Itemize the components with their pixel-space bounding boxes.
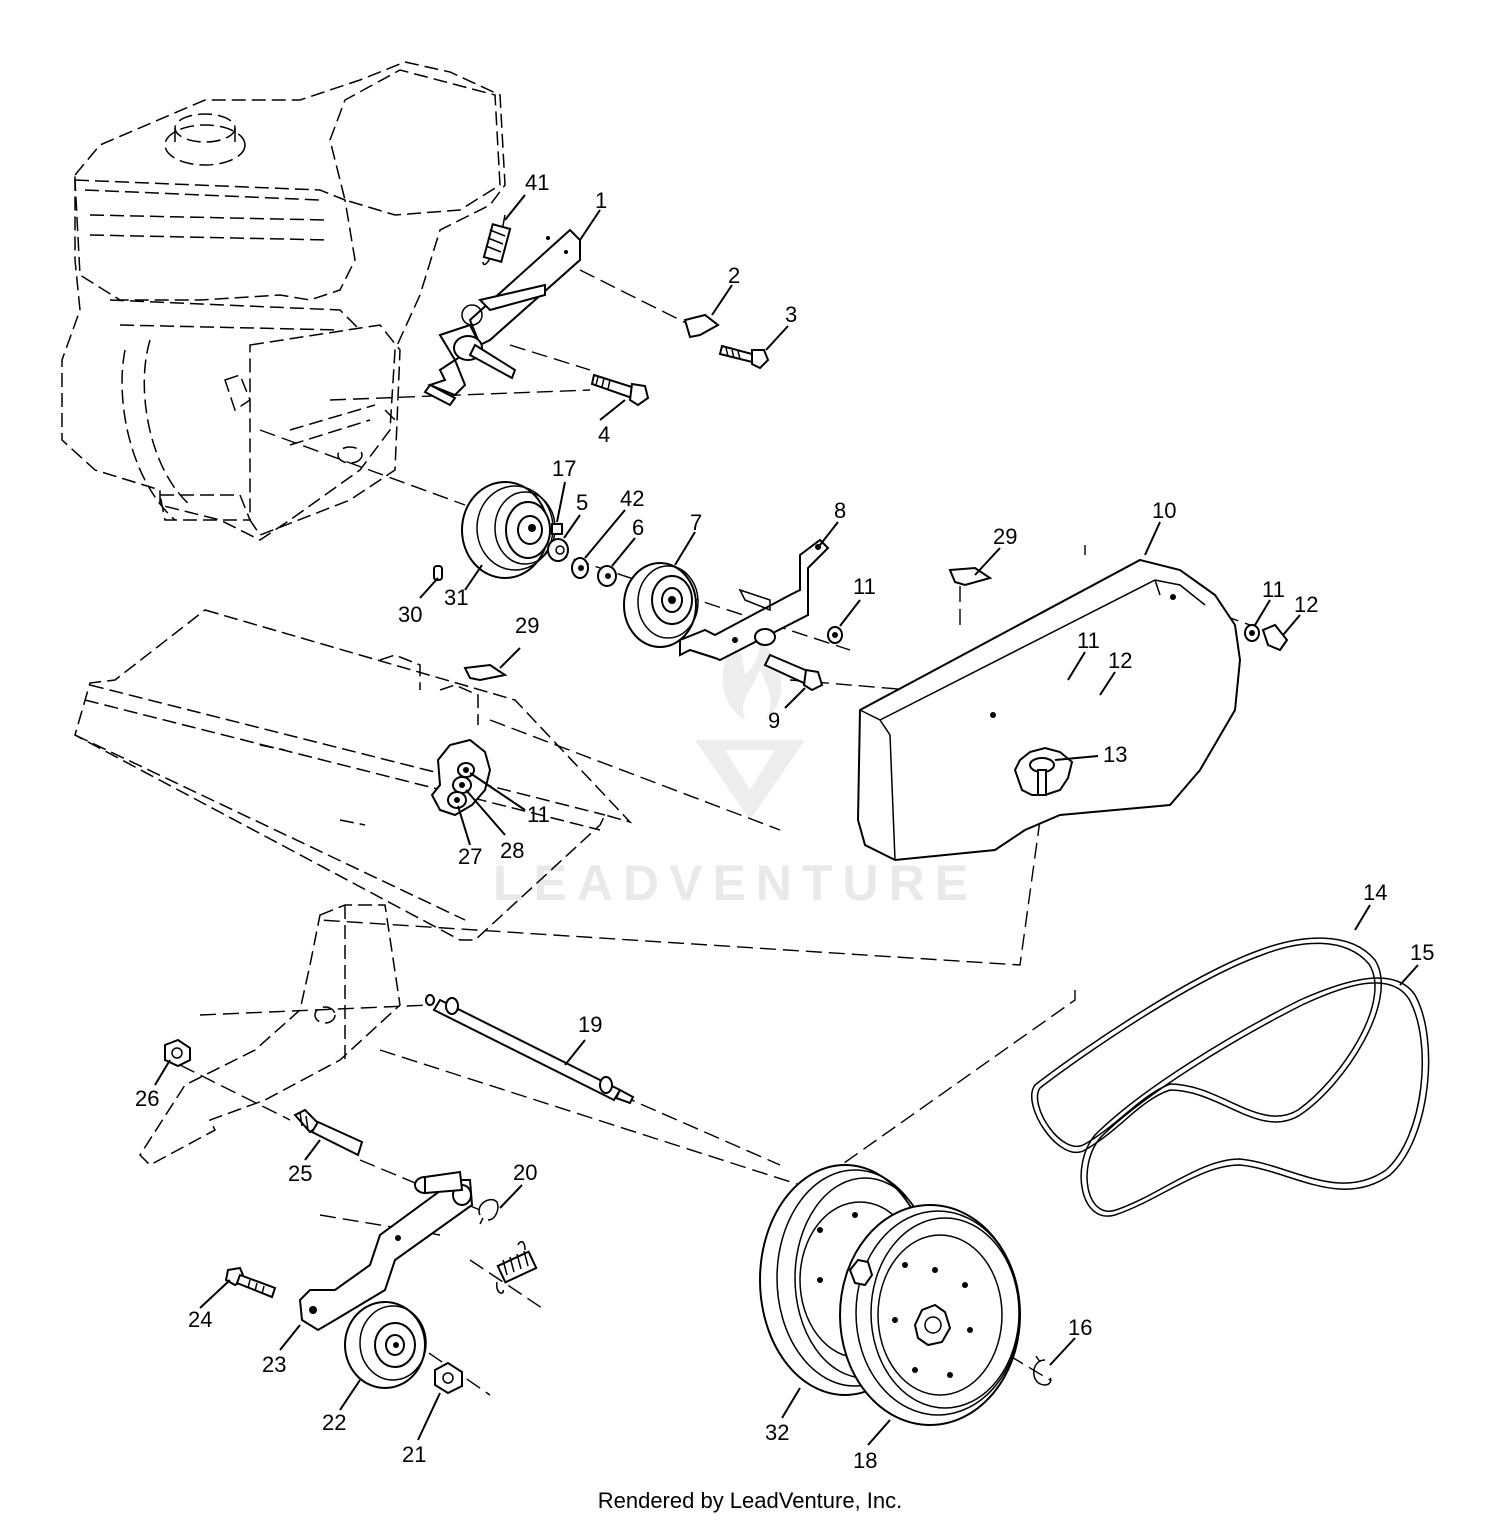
part-nut-21 (434, 1361, 463, 1395)
part-hood-knockout (430, 738, 492, 817)
part-idler-arm-23 (298, 1170, 474, 1332)
part-belt-14 (1031, 937, 1382, 1154)
part-idler-arm-8 (679, 538, 830, 662)
part-stud-25 (293, 1108, 364, 1157)
callout-9: 9 (768, 708, 780, 733)
part-bolt-24 (224, 1266, 277, 1299)
part-ring-16 (1033, 1355, 1052, 1386)
engine-outline (61, 61, 506, 541)
callout-4: 4 (598, 422, 610, 447)
part-idler-bracket (423, 228, 581, 407)
part-washer-6 (597, 565, 617, 587)
callout-15: 15 (1410, 940, 1434, 965)
part-washer-11-b (1244, 624, 1260, 642)
part-bolt-4 (590, 373, 650, 407)
rendered-by-footer: Rendered by LeadVenture, Inc. (597, 1488, 903, 1513)
callout-11-hood: 11 (527, 802, 550, 827)
tine-hood-outline (74, 609, 633, 1166)
callout-3: 3 (785, 302, 797, 327)
part-pulley-7 (623, 562, 699, 648)
callout-16: 16 (1068, 1315, 1092, 1340)
callout-22: 22 (322, 1410, 346, 1435)
part-pulley-22 (344, 1301, 427, 1389)
watermark-text: LEADVENTURE (493, 855, 978, 911)
callout-1: 1 (595, 188, 607, 213)
callout-11-idler: 11 (853, 574, 876, 599)
callout-27: 27 (458, 844, 482, 869)
part-pulley-18 (839, 1204, 1021, 1426)
callout-13: 13 (1103, 742, 1127, 767)
part-key-17 (551, 523, 563, 535)
part-clip-2 (683, 313, 720, 339)
part-bolt-9 (763, 653, 824, 692)
part-shaft-19 (425, 994, 635, 1105)
callout-29-upper: 29 (993, 524, 1017, 549)
callout-42: 42 (620, 486, 644, 511)
callout-23: 23 (262, 1352, 286, 1377)
callout-30: 30 (398, 602, 422, 627)
part-washer-11-a (827, 626, 843, 644)
callout-29-lower: 29 (515, 613, 539, 638)
part-washer-42 (571, 557, 589, 579)
callout-leaders (154, 194, 1419, 1446)
callout-12-cover-front: 12 (1108, 648, 1132, 673)
callout-41: 41 (525, 170, 549, 195)
part-spring-lower (496, 1241, 538, 1294)
callout-17: 17 (552, 456, 576, 481)
part-clip-29-a (948, 566, 993, 587)
callout-11-cover-rear: 11 (1262, 577, 1285, 602)
callout-20: 20 (513, 1160, 537, 1185)
part-key-30 (433, 565, 443, 581)
leadventure-watermark: LEADVENTURE (493, 640, 978, 911)
callout-14: 14 (1363, 880, 1387, 905)
leader-lines (179, 269, 1251, 1396)
callout-labels: 41 1 2 3 4 17 5 42 6 7 8 29 10 11 11 12 … (135, 170, 1434, 1473)
part-nut-26 (164, 1038, 191, 1068)
callout-31: 31 (444, 585, 468, 610)
callout-5: 5 (576, 490, 588, 515)
part-ring-20 (478, 1198, 499, 1225)
callout-19: 19 (578, 1012, 602, 1037)
callout-6: 6 (632, 515, 644, 540)
callout-32: 32 (765, 1420, 789, 1445)
callout-28: 28 (500, 838, 524, 863)
callout-21: 21 (402, 1442, 426, 1467)
callout-2: 2 (728, 263, 740, 288)
part-bolt-3 (718, 344, 770, 370)
callout-12-cover-rear: 12 (1294, 592, 1318, 617)
part-spring-41 (482, 214, 512, 266)
part-clip-29-b (463, 663, 508, 682)
part-pulley-31 (461, 481, 556, 579)
callout-26: 26 (135, 1086, 159, 1111)
callout-25: 25 (288, 1161, 312, 1186)
callout-8: 8 (834, 498, 846, 523)
callout-7: 7 (690, 510, 702, 535)
part-belt-15 (1080, 977, 1430, 1217)
callout-24: 24 (188, 1307, 212, 1332)
part-cap-nut-12-a (1261, 623, 1289, 652)
part-nut-5 (547, 538, 569, 562)
part-belt-cover-10 (856, 558, 1242, 862)
callout-11-cover-front: 11 (1077, 628, 1100, 653)
callout-18: 18 (853, 1448, 877, 1473)
callout-10: 10 (1152, 498, 1176, 523)
